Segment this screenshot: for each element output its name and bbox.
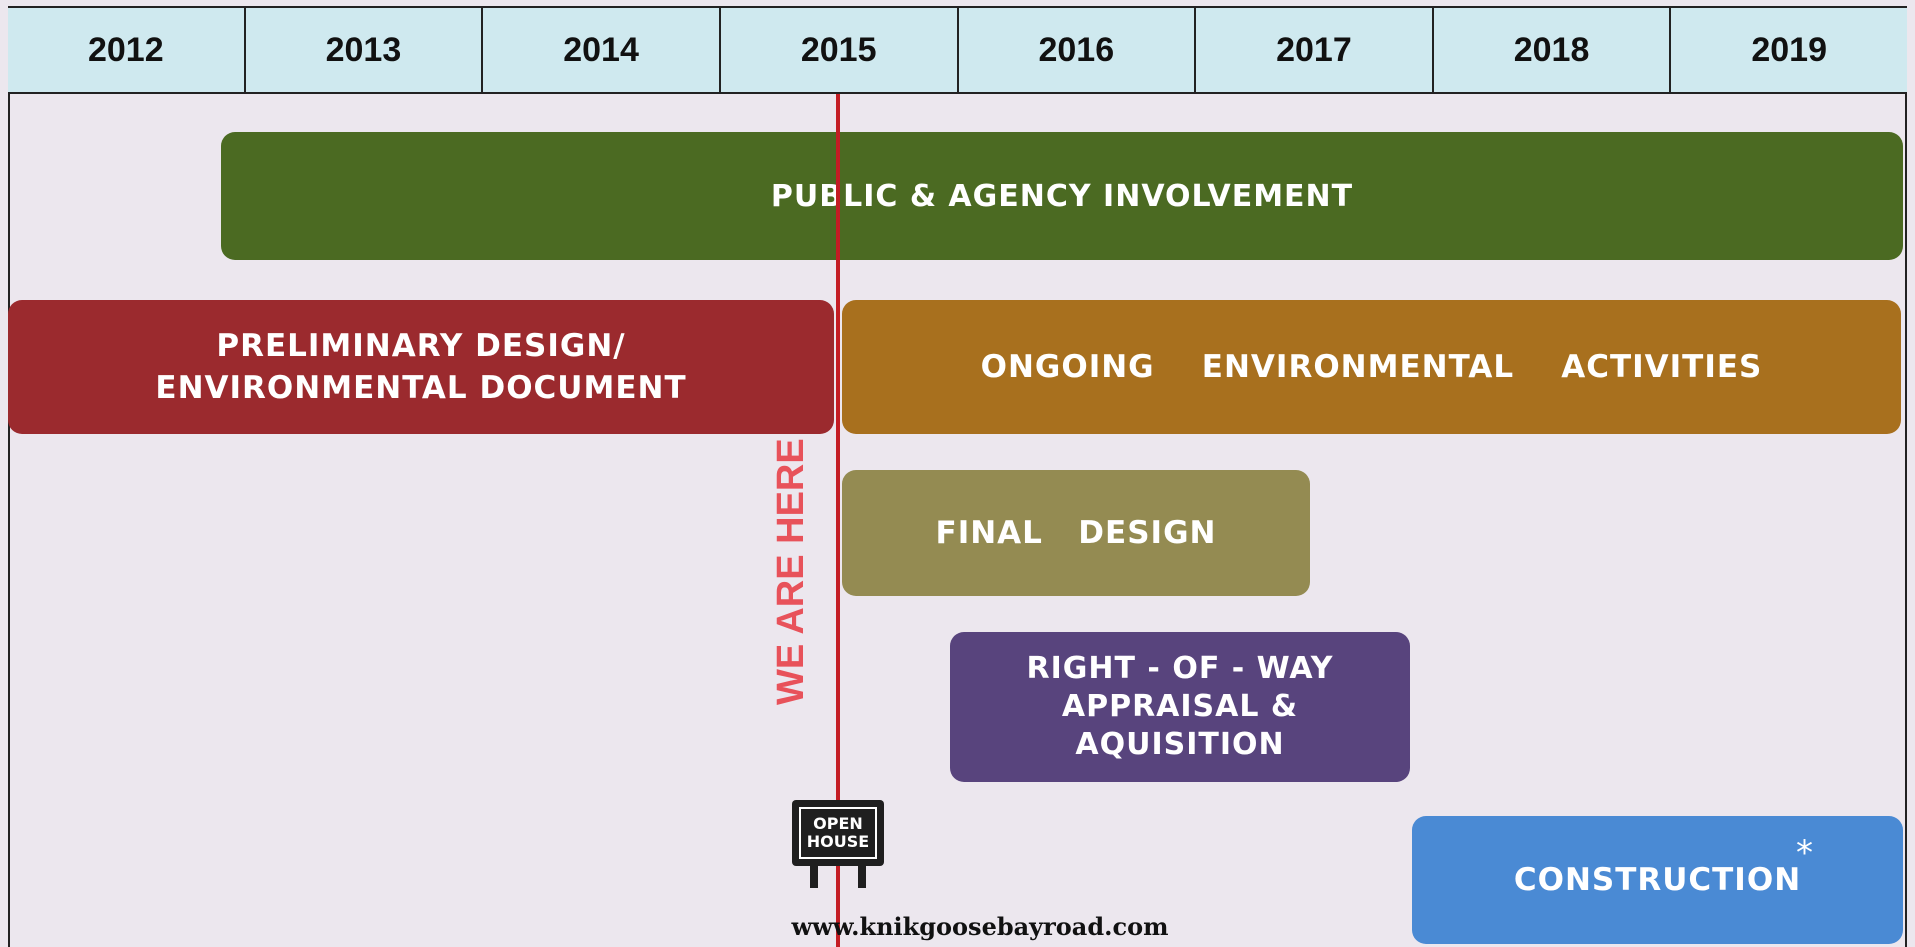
year-2012: 2012: [8, 8, 246, 92]
current-date-marker-line: [836, 94, 840, 947]
final-design-bar: FINAL DESIGN: [842, 470, 1310, 596]
preliminary-design-label-line2: ENVIRONMENTAL DOCUMENT: [155, 370, 687, 406]
year-2017: 2017: [1196, 8, 1434, 92]
public-agency-involvement-label: PUBLIC & AGENCY INVOLVEMENT: [770, 178, 1354, 214]
construction-asterisk: *: [1796, 833, 1813, 873]
right-of-way-label-line3: AQUISITION: [1075, 727, 1285, 762]
ongoing-environmental-label: ONGOING ENVIRONMENTAL ACTIVITIES: [980, 349, 1763, 385]
open-house-line2: HOUSE: [806, 832, 870, 851]
right-of-way-bar: RIGHT - OF - WAY APPRAISAL & AQUISITION: [950, 632, 1410, 782]
construction-bar: CONSTRUCTION: [1412, 816, 1903, 944]
year-header: 2012 2013 2014 2015 2016 2017 2018 2019: [8, 6, 1907, 94]
open-house-sign-icon: OPEN HOUSE: [792, 800, 884, 890]
year-2018: 2018: [1434, 8, 1672, 92]
open-house-line1: OPEN: [813, 814, 863, 833]
website-url: www.knikgoosebayroad.com: [791, 912, 1169, 941]
year-2015: 2015: [721, 8, 959, 92]
right-of-way-label-line1: RIGHT - OF - WAY: [1026, 651, 1334, 686]
preliminary-design-label-line1: PRELIMINARY DESIGN/: [216, 328, 626, 364]
we-are-here-label: WE ARE HERE: [770, 438, 812, 705]
final-design-label: FINAL DESIGN: [935, 515, 1217, 551]
chart-frame: [8, 6, 1907, 947]
year-2019: 2019: [1751, 30, 1827, 69]
ongoing-environmental-bar: ONGOING ENVIRONMENTAL ACTIVITIES: [842, 300, 1901, 434]
right-of-way-label-line2: APPRAISAL &: [1061, 689, 1299, 724]
public-agency-involvement-bar: PUBLIC & AGENCY INVOLVEMENT: [221, 132, 1903, 260]
year-2014: 2014: [483, 8, 721, 92]
year-2013: 2013: [246, 8, 484, 92]
preliminary-design-bar: PRELIMINARY DESIGN/ ENVIRONMENTAL DOCUME…: [8, 300, 834, 434]
construction-label: CONSTRUCTION: [1513, 862, 1802, 898]
year-2016: 2016: [959, 8, 1197, 92]
